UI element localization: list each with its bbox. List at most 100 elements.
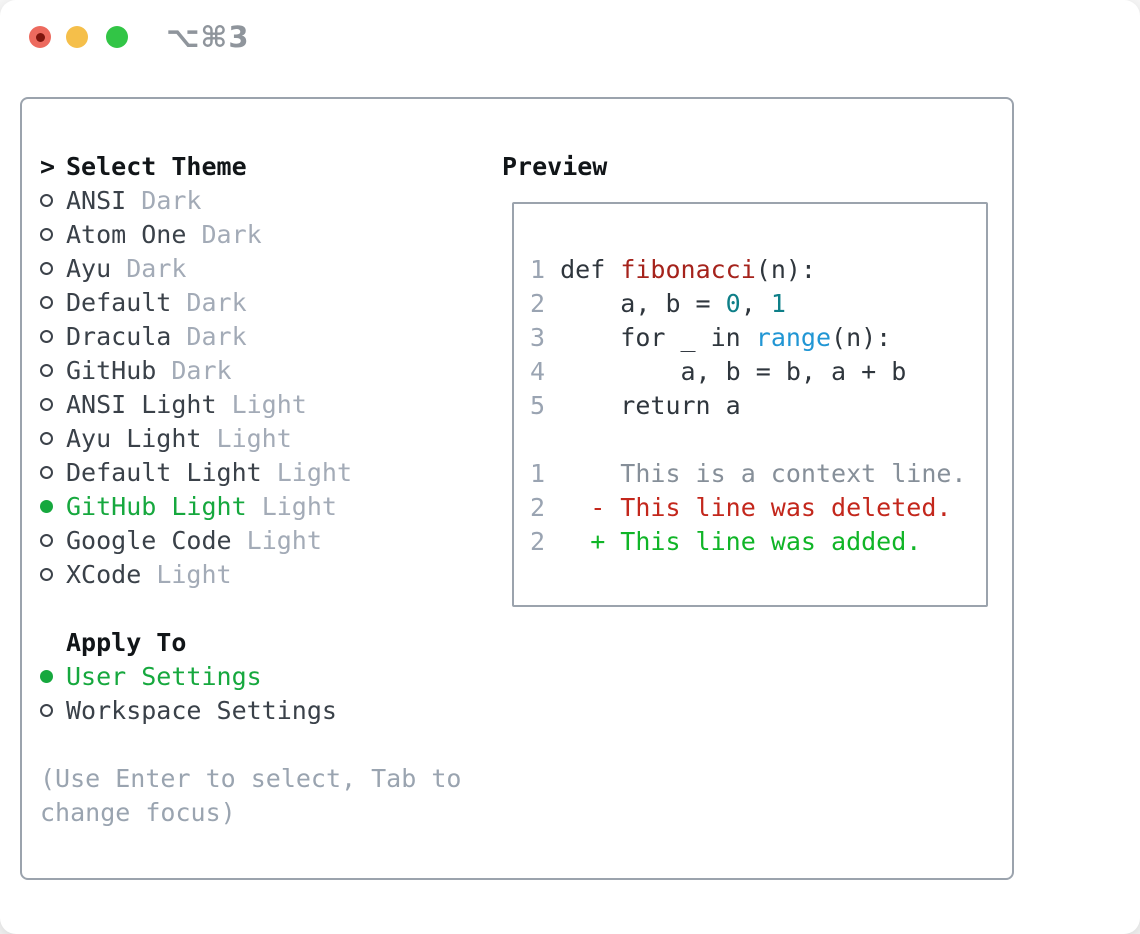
- theme-option-ayu-light[interactable]: Ayu Light Light: [40, 422, 461, 456]
- theme-option-atom-one[interactable]: Atom One Dark: [40, 218, 461, 252]
- variant-label: Dark: [171, 356, 232, 385]
- apply-to-label: Apply To: [66, 628, 187, 657]
- variant-label: Light: [231, 390, 307, 419]
- radio-selected-icon: [40, 500, 53, 513]
- radio-icon: [40, 534, 53, 547]
- radio-selected-icon: [40, 670, 53, 683]
- radio-icon: [40, 296, 53, 309]
- variant-label: Light: [216, 424, 292, 453]
- select-theme-label: Select Theme: [66, 152, 247, 181]
- theme-option-ansi-light[interactable]: ANSI Light Light: [40, 388, 461, 422]
- radio-icon: [40, 228, 53, 241]
- option-label: Default Light: [66, 458, 262, 487]
- variant-label: Dark: [201, 220, 262, 249]
- line-number: 4: [530, 357, 546, 386]
- theme-option-github[interactable]: GitHub Dark: [40, 354, 461, 388]
- apply-option-workspace-settings[interactable]: Workspace Settings: [40, 694, 461, 728]
- diff-text-added: + This line was added.: [560, 527, 922, 556]
- theme-option-default-light[interactable]: Default Light Light: [40, 456, 461, 490]
- radio-icon: [40, 398, 53, 411]
- code-line: 4 a, b = b, a + b: [530, 355, 986, 389]
- code-token-code: return a: [560, 391, 741, 420]
- apply-option-user-settings[interactable]: User Settings: [40, 660, 461, 694]
- code-token-code: for _ in: [560, 323, 756, 352]
- theme-option-xcode[interactable]: XCode Light: [40, 558, 461, 592]
- code-token-code: def: [560, 255, 621, 284]
- radio-icon: [40, 466, 53, 479]
- preview-header: Preview: [502, 152, 608, 181]
- radio-icon: [40, 704, 53, 717]
- hint-text: (Use Enter to select, Tab to change focu…: [40, 762, 461, 830]
- line-number: 1: [530, 459, 546, 488]
- selection-caret-icon: >: [40, 152, 56, 181]
- variant-label: Light: [246, 526, 322, 555]
- theme-option-ayu[interactable]: Ayu Dark: [40, 252, 461, 286]
- diff-text-deleted: - This line was deleted.: [560, 493, 952, 522]
- line-number: 2: [530, 493, 546, 522]
- hint-line-2: change focus): [40, 798, 236, 827]
- line-number: 3: [530, 323, 546, 352]
- code-token-builtin: range: [755, 323, 832, 352]
- radio-icon: [40, 194, 53, 207]
- option-label: ANSI Light: [66, 390, 217, 419]
- code-token-code: (n):: [831, 323, 892, 352]
- option-label: XCode: [66, 560, 142, 589]
- variant-label: Light: [276, 458, 352, 487]
- option-label: Default: [66, 288, 172, 317]
- theme-option-google-code[interactable]: Google Code Light: [40, 524, 461, 558]
- variant-label: Light: [156, 560, 232, 589]
- option-label: Workspace Settings: [66, 696, 337, 725]
- variant-label: Dark: [186, 322, 247, 351]
- code-token-function: fibonacci: [620, 255, 756, 284]
- spacer: [530, 423, 986, 457]
- select-theme-header: > Select Theme: [40, 150, 461, 184]
- radio-icon: [40, 262, 53, 275]
- option-label: GitHub: [66, 356, 157, 385]
- option-label: Ayu: [66, 254, 112, 283]
- radio-icon: [40, 568, 53, 581]
- variant-label: Dark: [141, 186, 202, 215]
- theme-option-default[interactable]: Default Dark: [40, 286, 461, 320]
- option-label: Atom One: [66, 220, 187, 249]
- line-number: 5: [530, 391, 546, 420]
- unsaved-dot-icon: [35, 32, 45, 42]
- option-label: Google Code: [66, 526, 232, 555]
- spacer: [40, 728, 461, 762]
- diff-line-added: 2 + This line was added.: [530, 525, 986, 559]
- diff-text-context: This is a context line.: [560, 459, 967, 488]
- code-token-code: a, b = b, a + b: [560, 357, 907, 386]
- spacer: [40, 592, 461, 626]
- radio-icon: [40, 364, 53, 377]
- minimize-button[interactable]: [66, 26, 88, 48]
- theme-option-dracula[interactable]: Dracula Dark: [40, 320, 461, 354]
- variant-label: Dark: [126, 254, 187, 283]
- diff-line-deleted: 2 - This line was deleted.: [530, 491, 986, 525]
- code-token-code: (n):: [755, 255, 816, 284]
- code-token-number: 0: [725, 289, 741, 318]
- option-label: GitHub Light: [66, 492, 247, 521]
- option-label: User Settings: [66, 662, 262, 691]
- option-label: Ayu Light: [66, 424, 202, 453]
- apply-to-header: Apply To: [40, 626, 461, 660]
- code-line: 2 a, b = 0, 1: [530, 287, 986, 321]
- window-title: ⌥⌘3: [166, 20, 250, 54]
- close-button[interactable]: [29, 26, 51, 48]
- theme-option-ansi[interactable]: ANSI Dark: [40, 184, 461, 218]
- variant-label: Light: [261, 492, 337, 521]
- line-number: 2: [530, 289, 546, 318]
- variant-label: Dark: [186, 288, 247, 317]
- option-label: Dracula: [66, 322, 172, 351]
- radio-icon: [40, 432, 53, 445]
- code-token-number: 1: [770, 289, 786, 318]
- titlebar: ⌥⌘3: [0, 0, 1140, 97]
- maximize-button[interactable]: [106, 26, 128, 48]
- code-token-code: ,: [740, 289, 771, 318]
- theme-option-github-light[interactable]: GitHub Light Light: [40, 490, 461, 524]
- hint-line-1: (Use Enter to select, Tab to: [40, 764, 462, 793]
